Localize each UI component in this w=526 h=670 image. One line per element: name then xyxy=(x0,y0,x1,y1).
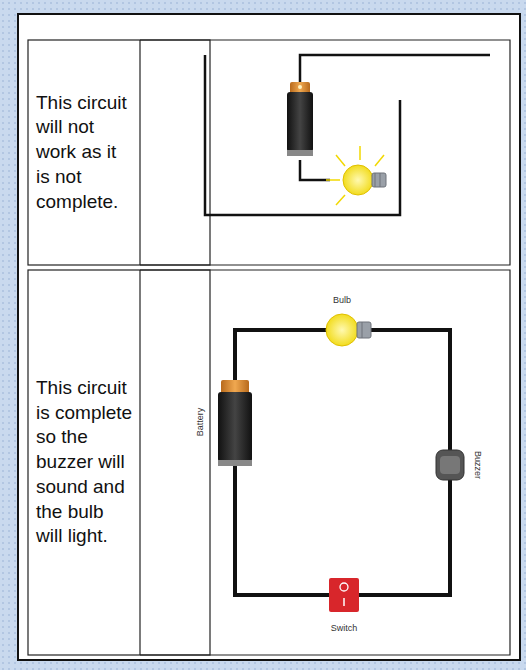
switch-symbol xyxy=(329,578,359,612)
bulb-symbol xyxy=(326,314,371,346)
text-cell: This circuit is complete so the buzzer w… xyxy=(28,270,140,655)
table-cell xyxy=(140,40,510,265)
battery-symbol xyxy=(218,380,252,466)
table-divider xyxy=(139,270,140,655)
part-label: Bulb xyxy=(332,295,352,305)
bulb-symbol xyxy=(326,146,386,205)
text-cell: This circuit will not work as it is not … xyxy=(28,40,140,265)
part-label: Buzzer xyxy=(473,450,483,480)
table-cell xyxy=(28,270,210,655)
incomplete-circuit xyxy=(205,55,490,215)
table-cell xyxy=(140,270,510,655)
battery-symbol xyxy=(287,82,313,156)
table-divider xyxy=(139,40,140,265)
part-label: Battery xyxy=(195,407,205,438)
cell-text: This circuit is complete so the buzzer w… xyxy=(36,376,134,549)
cell-text: This circuit will not work as it is not … xyxy=(36,91,134,214)
part-label: Switch xyxy=(330,623,359,633)
buzzer-symbol xyxy=(436,450,464,480)
frame xyxy=(18,14,520,660)
table-cell xyxy=(28,40,210,265)
complete-circuit xyxy=(218,314,464,612)
